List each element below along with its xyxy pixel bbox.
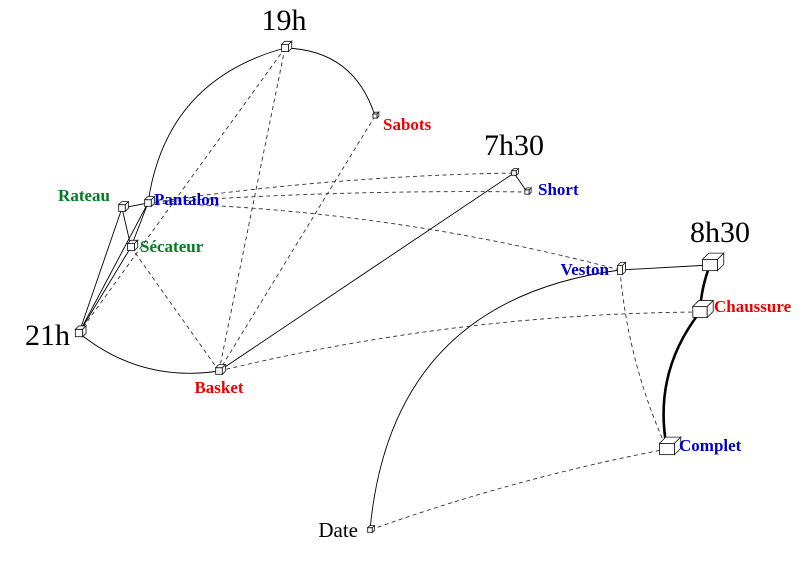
graph-edge: [369, 448, 668, 531]
graph-edge: [130, 246, 220, 372]
graph-edge: [218, 311, 701, 372]
node-label-basket: Basket: [194, 378, 243, 397]
graph-edge: [147, 191, 528, 204]
graph-edge: [218, 47, 286, 372]
graph-node[interactable]: [616, 261, 627, 276]
node-label-19h: 19h: [262, 4, 307, 37]
node-label-7h30: 7h30: [484, 129, 544, 162]
graph-edge: [78, 332, 220, 374]
graph-edge: [218, 172, 515, 372]
node-label-21h: 21h: [25, 319, 70, 352]
graph-node[interactable]: [523, 186, 533, 196]
graph-edge: [78, 207, 123, 334]
graph-node[interactable]: [143, 195, 156, 208]
node-label-8h30: 8h30: [690, 216, 750, 249]
graph-edge: [147, 47, 286, 204]
graph-node[interactable]: [691, 299, 715, 319]
node-label-secateur: Sécateur: [140, 237, 204, 256]
graph-edge: [147, 172, 515, 204]
node-label-complet: Complet: [679, 436, 742, 455]
node-label-pantalon: Pantalon: [154, 190, 220, 209]
node-label-short: Short: [538, 180, 579, 199]
graph-edge: [619, 264, 711, 271]
node-label-date: Date: [318, 518, 358, 542]
graph-node[interactable]: [658, 436, 682, 456]
graph-edge: [78, 202, 149, 334]
graph-edge: [284, 47, 376, 117]
graph-edge: [619, 269, 668, 450]
graph-edge: [147, 202, 621, 271]
graph-edge: [78, 47, 286, 334]
graph-node[interactable]: [701, 252, 725, 272]
graph-node[interactable]: [117, 200, 130, 213]
node-label-veston: Veston: [561, 260, 610, 279]
graph-edge: [218, 115, 376, 372]
graph-node[interactable]: [371, 111, 380, 120]
graph-edge: [662, 311, 702, 450]
graph-node[interactable]: [366, 524, 376, 534]
graph-node[interactable]: [214, 363, 227, 376]
graph-node[interactable]: [126, 239, 139, 252]
node-label-chaussure: Chaussure: [714, 297, 792, 316]
graph-node[interactable]: [74, 324, 88, 338]
graph-node[interactable]: [280, 40, 293, 53]
graph-edge: [369, 269, 621, 531]
graph-node[interactable]: [510, 167, 520, 177]
node-label-rateau: Rateau: [58, 186, 110, 205]
node-label-sabots: Sabots: [383, 115, 432, 134]
node-layer: [74, 40, 725, 534]
graph-edge: [78, 246, 132, 334]
